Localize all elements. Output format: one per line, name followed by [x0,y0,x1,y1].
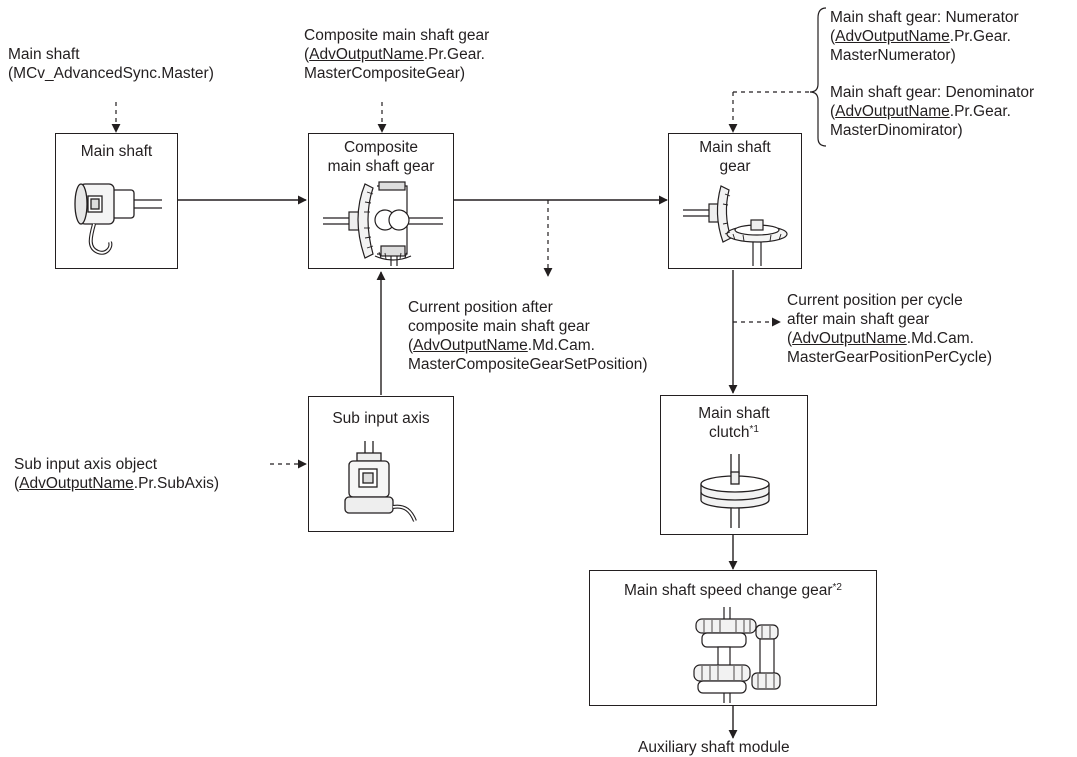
numerator-line1: Main shaft gear: Numerator [830,9,1019,26]
adv-output-name-link: AdvOutputName [19,475,134,492]
numerator-line2: (AdvOutputName.Pr.Gear. [830,27,1019,46]
composite-pos-line4: MasterCompositeGearSetPosition) [408,356,648,373]
composite-pos-line2: composite main shaft gear [408,318,590,335]
main-shaft-box: Main shaft [55,133,178,269]
composite-param-line3: MasterCompositeGear) [304,65,466,82]
sub-axis-line1: Sub input axis object [14,456,158,473]
composite-position-label: Current position after composite main sh… [408,298,648,374]
sub-axis-line2: (AdvOutputName.Pr.SubAxis) [14,474,219,493]
adv-output-name-link: AdvOutputName [835,103,950,120]
cycle-pos-line1: Current position per cycle [787,292,963,309]
encoder-icon [74,183,162,255]
clutch-icon [700,454,770,528]
paren: ( [787,330,793,347]
clutch-footnote: *1 [749,424,759,435]
composite-gear-title-2: main shaft gear [327,158,435,175]
adv-output-name-link: AdvOutputName [835,28,950,45]
numerator-rest: .Pr.Gear. [949,28,1011,45]
numerator-param-label: Main shaft gear: Numerator (AdvOutputNam… [830,8,1019,65]
denominator-line2: (AdvOutputName.Pr.Gear. [830,102,1034,121]
adv-output-name-link: AdvOutputName [792,330,907,347]
composite-gear-param-label: Composite main shaft gear (AdvOutputName… [304,26,489,83]
numerator-line3: MasterNumerator) [830,47,956,64]
clutch-title-1: Main shaft [698,405,770,422]
cycle-position-label: Current position per cycle after main sh… [787,291,992,367]
auxiliary-shaft-module-label: Auxiliary shaft module [638,739,790,756]
paren: ( [830,28,836,45]
composite-param-line1: Composite main shaft gear [304,27,490,44]
main-gear-title-2: gear [719,158,751,175]
paren: ( [408,337,414,354]
sub-axis-object-label: Sub input axis object (AdvOutputName.Pr.… [14,455,219,493]
clutch-title-2: clutch*1 [661,423,807,442]
composite-gear-box: Composite main shaft gear [308,133,454,269]
speed-change-title-text: Main shaft speed change gear [624,582,833,599]
clutch-title-text: clutch [709,424,750,441]
main-shaft-source-line1: Main shaft [8,46,80,63]
sub-axis-rest: .Pr.SubAxis) [133,475,220,492]
cycle-pos-line3: (AdvOutputName.Md.Cam. [787,329,992,348]
denominator-rest: .Pr.Gear. [949,103,1011,120]
sub-input-axis-box: Sub input axis [308,396,454,532]
main-shaft-clutch-box: Main shaft clutch*1 [660,395,808,535]
adv-output-name-link: AdvOutputName [413,337,528,354]
main-shaft-source-label: Main shaft (MCv_AdvancedSync.Master) [8,45,214,83]
speed-change-footnote: *2 [832,582,842,593]
main-shaft-gear-box: Main shaft gear [668,133,802,269]
param-brace [809,7,827,147]
denominator-param-label: Main shaft gear: Denominator (AdvOutputN… [830,83,1034,140]
cycle-pos-rest: .Md.Cam. [906,330,974,347]
cycle-pos-line2: after main shaft gear [787,311,930,328]
main-shaft-title: Main shaft [80,143,153,160]
composite-pos-line1: Current position after [408,299,553,316]
gear-train-icon [693,607,781,703]
composite-pos-line3: (AdvOutputName.Md.Cam. [408,336,648,355]
bevel-gear-icon [683,185,788,266]
main-gear-title-1: Main shaft [699,139,771,156]
paren: ( [830,103,836,120]
differential-gear-icon [323,181,443,266]
denominator-line3: MasterDinomirator) [830,122,963,139]
adv-output-name-link: AdvOutputName [309,46,424,63]
paren: ( [304,46,310,63]
paren: ( [14,475,20,492]
denominator-line1: Main shaft gear: Denominator [830,84,1035,101]
composite-pos-rest: .Md.Cam. [527,337,595,354]
speed-change-gear-box: Main shaft speed change gear*2 [589,570,877,706]
sub-encoder-icon [344,441,417,522]
composite-gear-title-1: Composite [343,139,419,156]
composite-param-rest: .Pr.Gear. [423,46,485,63]
main-shaft-source-line2: (MCv_AdvancedSync.Master) [8,65,214,82]
composite-param-line2: (AdvOutputName.Pr.Gear. [304,45,489,64]
speed-change-title: Main shaft speed change gear*2 [590,581,876,600]
sub-input-title: Sub input axis [332,410,430,427]
cycle-pos-line4: MasterGearPositionPerCycle) [787,349,993,366]
